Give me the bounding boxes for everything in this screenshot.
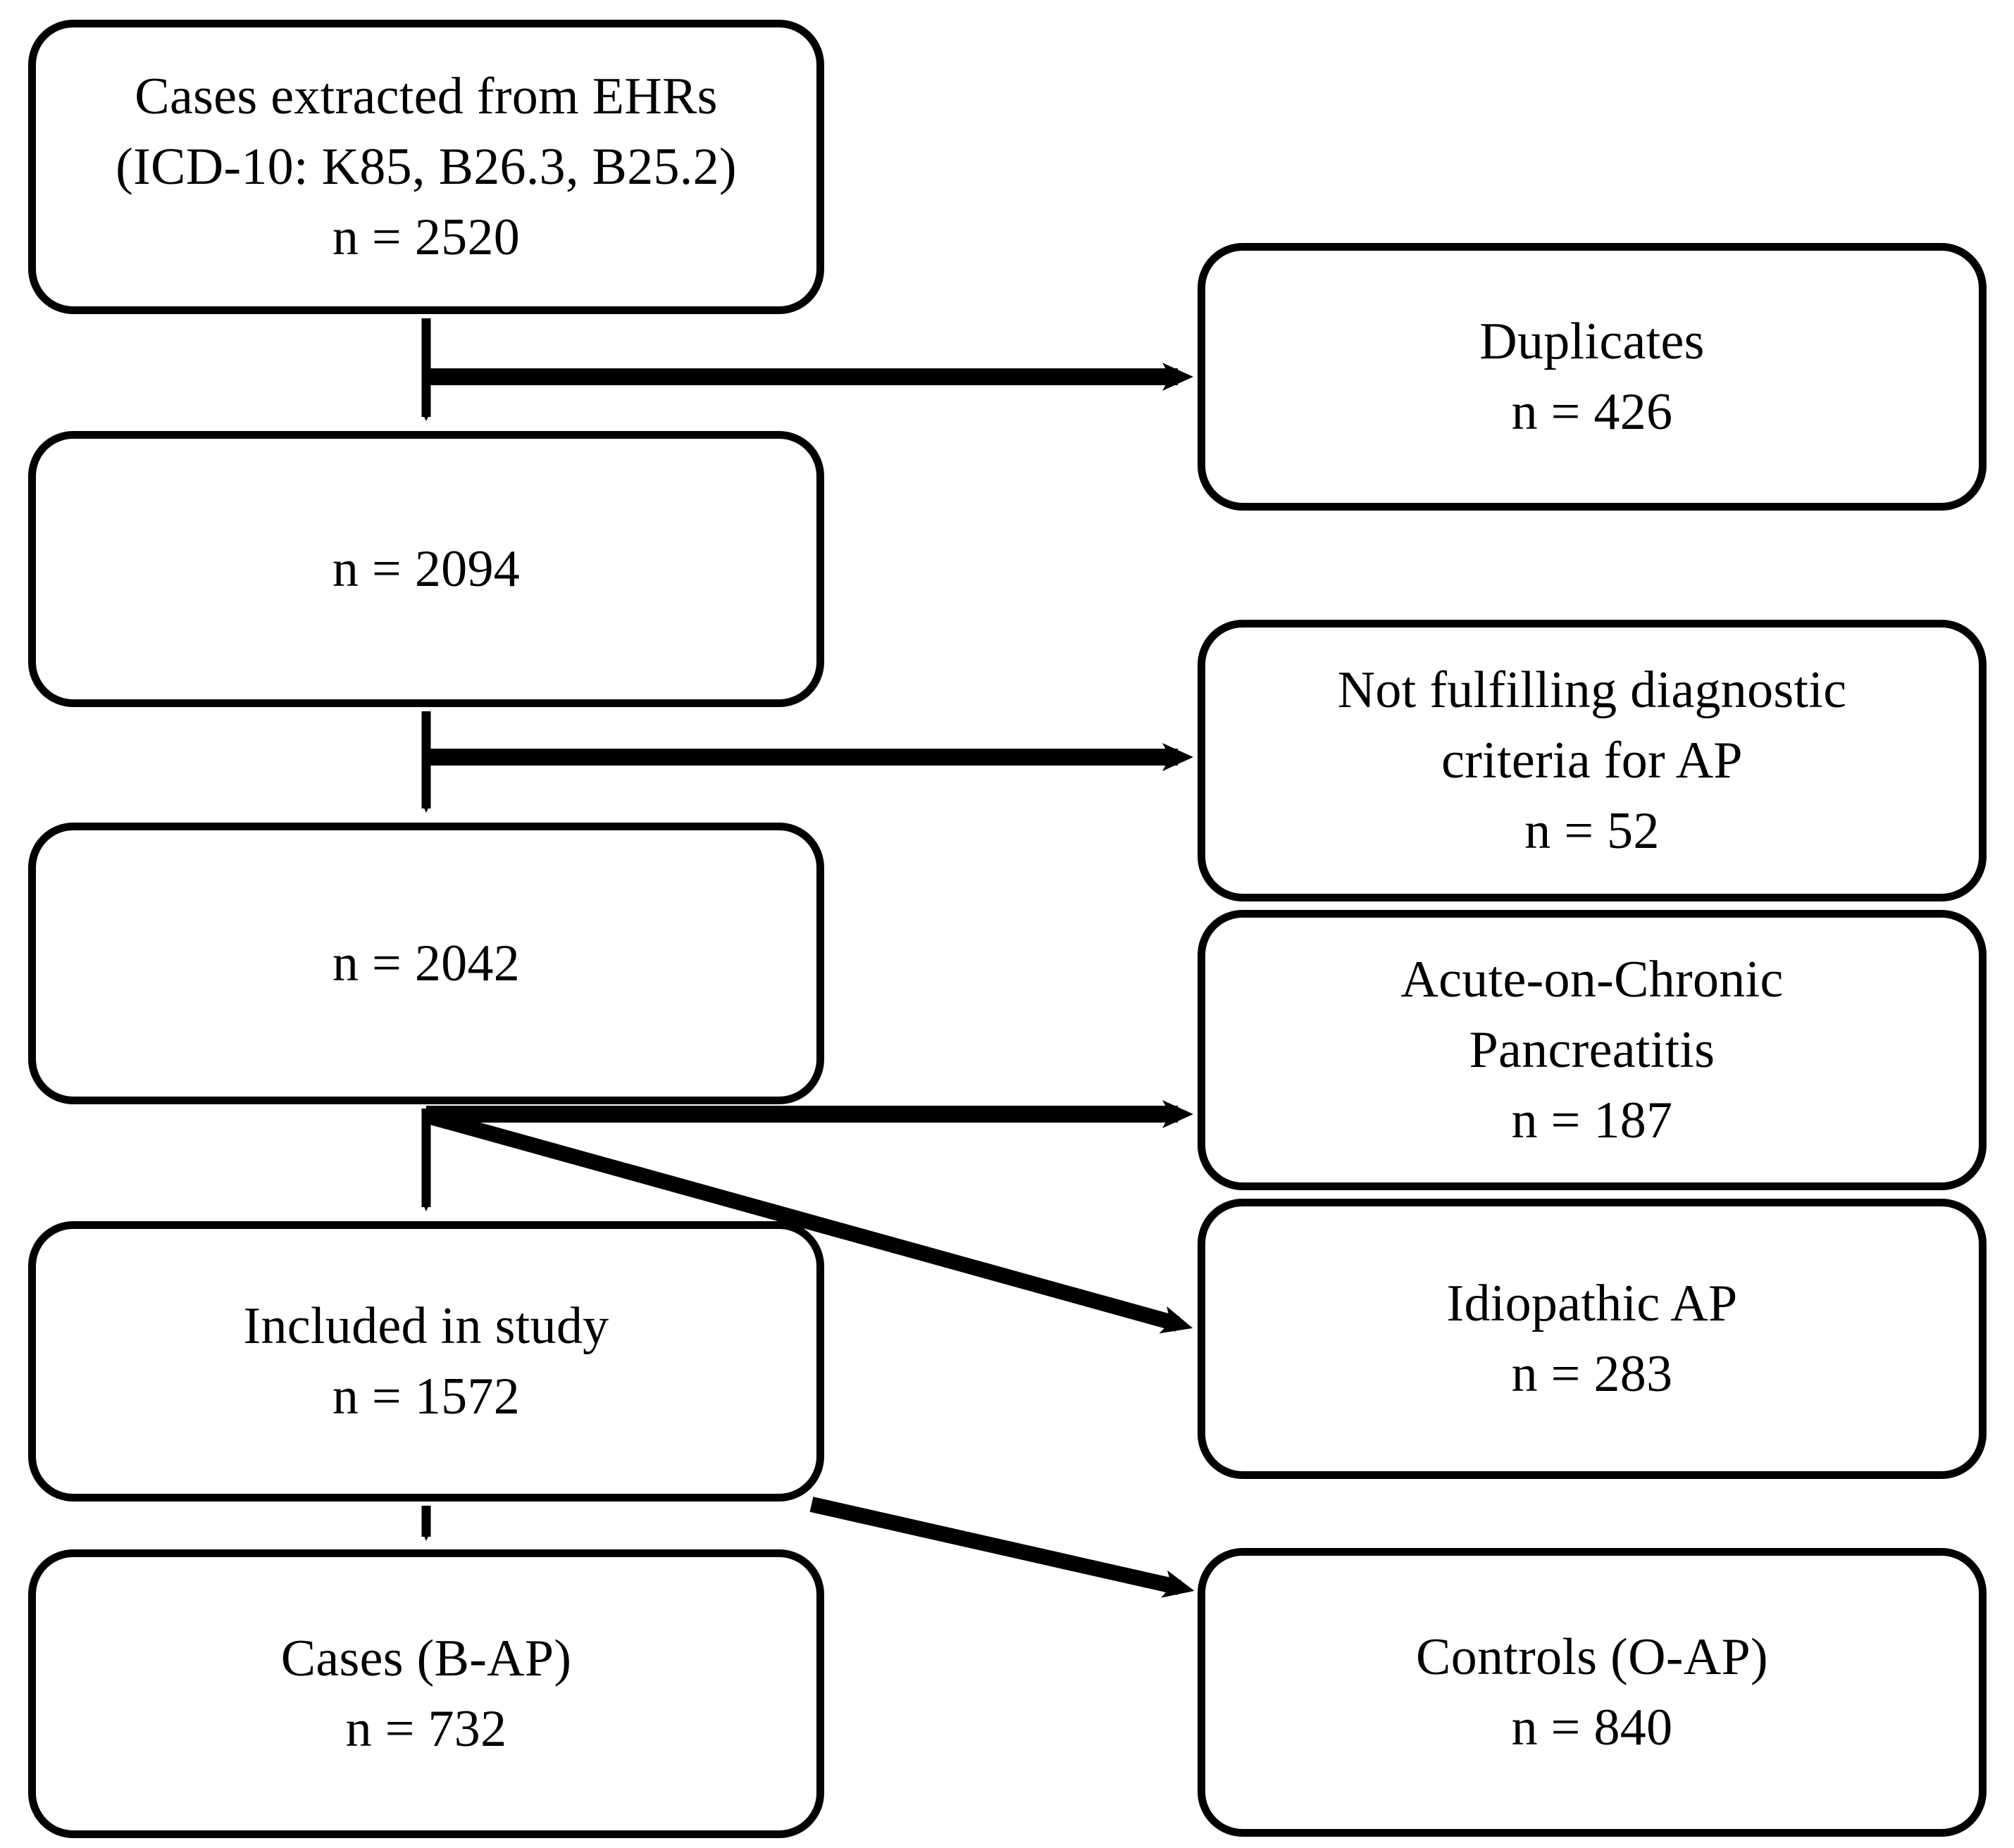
node-line: n = 2042 (332, 934, 521, 992)
node-line: n = 1572 (332, 1368, 521, 1425)
node-controls-o-ap[interactable]: Controls (O-AP) n = 840 (1198, 1548, 1987, 1837)
node-included-in-study[interactable]: Included in study n = 1572 (28, 1221, 824, 1502)
node-line: Pancreatitis (1469, 1020, 1715, 1079)
node-idiopathic-ap[interactable]: Idiopathic AP n = 283 (1198, 1199, 1987, 1479)
edge-included-to-controls (809, 1497, 1195, 1598)
node-line: n = 52 (1524, 802, 1660, 861)
node-line: Duplicates (1479, 312, 1705, 370)
node-line: n = 187 (1511, 1092, 1673, 1150)
node-cases-b-ap[interactable]: Cases (B-AP) n = 732 (28, 1549, 824, 1838)
node-not-fulfilling-criteria[interactable]: Not fulfilling diagnostic criteria for A… (1198, 620, 1987, 901)
node-line: n = 732 (345, 1700, 507, 1758)
node-line: Cases extracted from EHRs (135, 67, 718, 125)
node-line: Included in study (243, 1297, 609, 1355)
node-after-duplicates[interactable]: n = 2094 (28, 431, 824, 707)
node-duplicates[interactable]: Duplicates n = 426 (1198, 243, 1987, 511)
edge-after-criteria-to-idiopathic (429, 1109, 1193, 1334)
node-line: Not fulfilling diagnostic (1337, 661, 1847, 719)
node-line: (ICD-10: K85, B26.3, B25.2) (116, 137, 737, 196)
node-line: Acute-on-Chronic (1400, 950, 1784, 1009)
node-cases-extracted[interactable]: Cases extracted from EHRs (ICD-10: K85, … (28, 20, 824, 314)
node-line: Idiopathic AP (1446, 1274, 1738, 1332)
node-line: Controls (O-AP) (1416, 1628, 1768, 1686)
node-line: Cases (B-AP) (280, 1629, 572, 1687)
node-line: n = 2520 (332, 208, 521, 267)
node-line: n = 426 (1511, 383, 1673, 441)
node-line: n = 840 (1511, 1699, 1673, 1756)
node-line: criteria for AP (1441, 731, 1743, 789)
node-after-criteria[interactable]: n = 2042 (28, 823, 824, 1104)
node-acute-on-chronic-pancreatitis[interactable]: Acute-on-Chronic Pancreatitis n = 187 (1198, 910, 1987, 1190)
node-line: n = 283 (1511, 1345, 1673, 1403)
node-line: n = 2094 (332, 539, 521, 598)
